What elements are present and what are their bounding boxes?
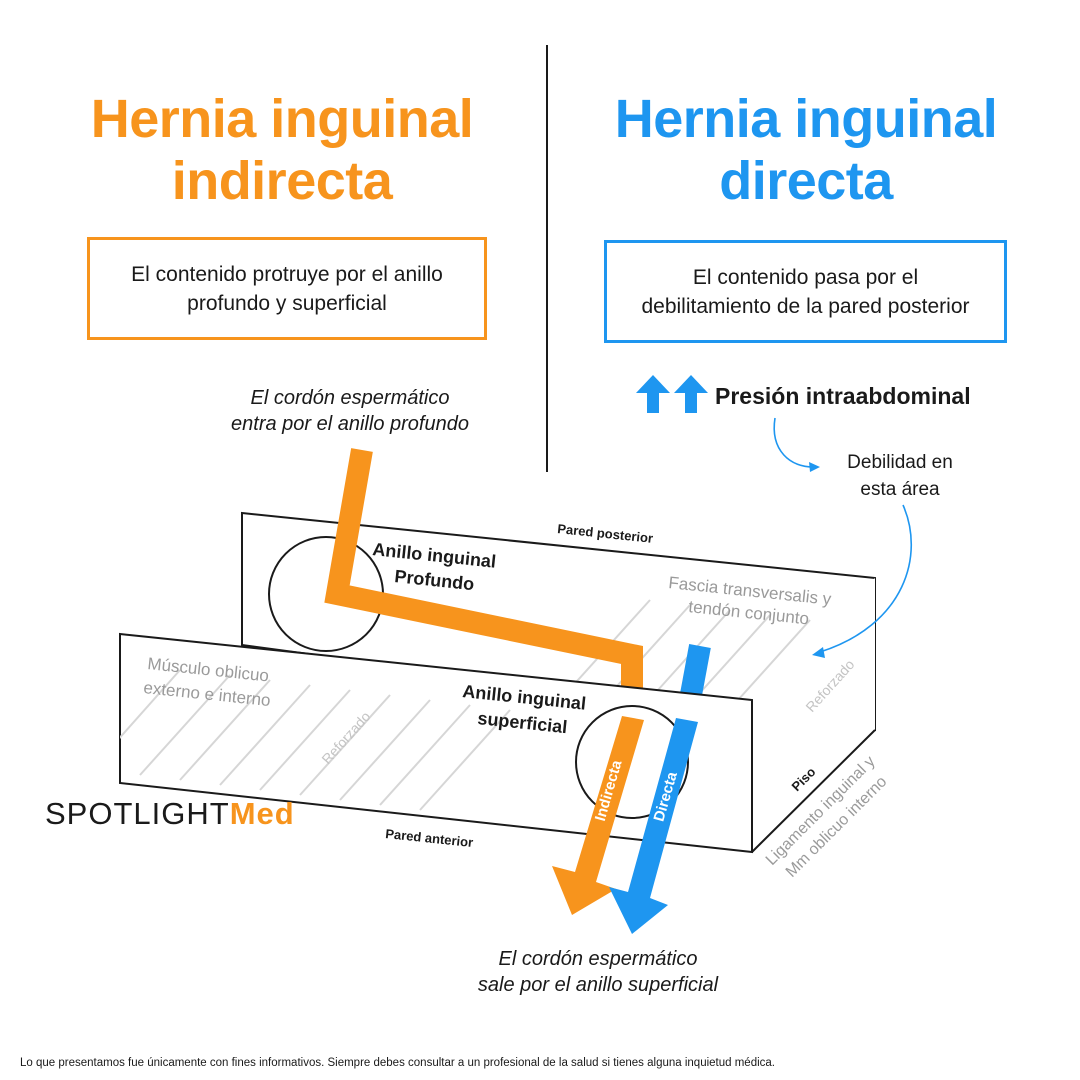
direct-arrow [609,718,698,934]
logo-part1: SPOTLIGHT [45,796,230,831]
curved-arrow-icon [773,417,816,468]
direct-description-line2: debilitamiento de la pared posterior [641,294,970,318]
weakness-line2: esta área [860,479,940,500]
pressure-label: Presión intraabdominal [715,383,971,409]
weakness-arrow-icon [819,504,913,653]
weakness-line1: Debilidad en [847,452,953,473]
arrow-up-icon [636,375,670,413]
indirect-path-upper [324,448,643,700]
vertical-divider [546,45,548,472]
floor-edge [751,729,876,853]
cord-entry-line2: entra por el anillo profundo [231,413,469,435]
indirect-description-line1: El contenido protruye por el anillo [131,262,443,286]
floor [752,578,875,852]
weakness-arrow-head-icon [812,647,825,658]
direct-title-line1: Hernia inguinal [614,89,998,149]
cord-entry-note: El cordón espermático entra por el anill… [200,385,500,437]
curved-arrow-head-icon [809,462,820,472]
cord-exit-line2: sale por el anillo superficial [477,974,719,996]
indirect-description-line2: profundo y superficial [187,291,387,315]
anterior-wall-label: Pared anterior [385,826,474,850]
spotlightmed-logo: SPOTLIGHTMed [45,796,295,832]
indirect-hernia-title: Hernia inguinal indirecta [62,88,502,212]
direct-path-upper [679,643,711,703]
logo-part2: Med [229,796,295,831]
weakness-label: Debilidad en esta área [820,449,980,503]
direct-title-line2: directa [719,151,893,211]
cord-exit-line1: El cordón espermático [498,948,698,970]
direct-description-box: El contenido pasa por el debilitamiento … [604,240,1007,343]
direct-description-line1: El contenido pasa por el [692,265,919,289]
disclaimer: Lo que presentamos fue únicamente con fi… [20,1057,775,1069]
indirect-title-line2: indirecta [171,151,393,211]
cord-entry-line1: El cordón espermático [250,387,450,409]
indirect-arrow [552,716,644,915]
posterior-wall-label: Pared posterior [557,521,654,546]
indirect-title-line1: Hernia inguinal [90,89,474,149]
pressure-arrows [636,375,708,413]
anterior-hatching [120,669,511,811]
cord-exit-note: El cordón espermático sale por el anillo… [448,946,748,998]
direct-hernia-title: Hernia inguinal directa [586,88,1026,212]
indirect-description-box: El contenido protruye por el anillo prof… [87,237,487,340]
arrow-up-icon [674,375,708,413]
